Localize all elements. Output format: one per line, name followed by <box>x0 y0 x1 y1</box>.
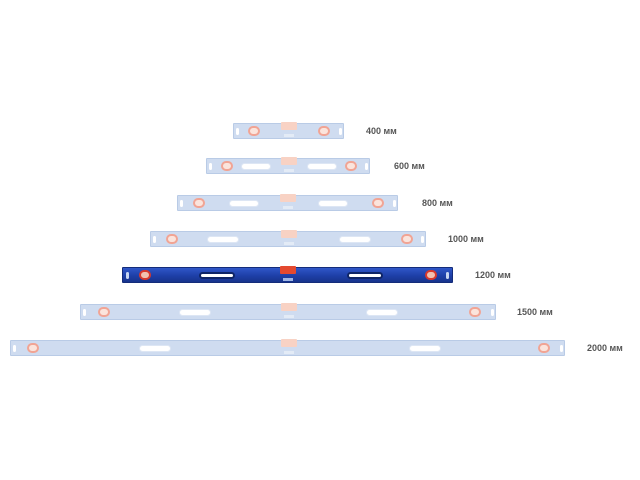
logo-mark <box>283 278 293 281</box>
vial-top-icon <box>281 339 297 347</box>
logo-mark <box>284 134 294 137</box>
grip-left <box>241 163 271 170</box>
grip-right <box>347 272 383 279</box>
hang-hole <box>83 309 86 316</box>
hang-hole <box>126 272 129 279</box>
vial-left-icon <box>166 234 178 244</box>
logo-mark <box>284 315 294 318</box>
logo-mark <box>284 242 294 245</box>
vial-right-icon <box>425 270 437 280</box>
level-600-label: 600 мм <box>394 161 425 171</box>
vial-left-icon <box>221 161 233 171</box>
level-600[interactable] <box>206 157 370 174</box>
vial-left-icon <box>139 270 151 280</box>
level-400[interactable] <box>233 122 344 139</box>
hang-hole <box>236 128 239 135</box>
level-1000[interactable] <box>150 230 426 247</box>
vial-top-icon <box>281 157 297 165</box>
level-400-label: 400 мм <box>366 126 397 136</box>
logo-mark <box>284 351 294 354</box>
vial-right-icon <box>318 126 330 136</box>
level-1500[interactable] <box>80 303 496 320</box>
grip-right <box>307 163 337 170</box>
level-2000[interactable] <box>10 339 565 356</box>
vial-right-icon <box>538 343 550 353</box>
hang-hole <box>209 163 212 170</box>
level-1200-label: 1200 мм <box>475 270 511 280</box>
level-1200-selected[interactable] <box>122 266 453 283</box>
vial-top-icon <box>281 303 297 311</box>
hang-hole <box>491 309 494 316</box>
grip-left <box>229 200 259 207</box>
vial-top-icon <box>280 194 296 202</box>
grip-right <box>339 236 371 243</box>
hang-hole <box>393 200 396 207</box>
hang-hole <box>365 163 368 170</box>
hang-hole <box>153 236 156 243</box>
vial-top-icon <box>281 122 297 130</box>
hang-hole <box>180 200 183 207</box>
hang-hole <box>339 128 342 135</box>
level-1000-label: 1000 мм <box>448 234 484 244</box>
grip-right <box>409 345 441 352</box>
grip-right <box>318 200 348 207</box>
hang-hole <box>446 272 449 279</box>
logo-mark <box>283 206 293 209</box>
vial-left-icon <box>193 198 205 208</box>
level-800-label: 800 мм <box>422 198 453 208</box>
level-1500-label: 1500 мм <box>517 307 553 317</box>
logo-mark <box>284 169 294 172</box>
vial-right-icon <box>345 161 357 171</box>
grip-right <box>366 309 398 316</box>
vial-top-icon <box>281 230 297 238</box>
vial-left-icon <box>98 307 110 317</box>
hang-hole <box>421 236 424 243</box>
grip-left <box>207 236 239 243</box>
vial-right-icon <box>401 234 413 244</box>
grip-left <box>179 309 211 316</box>
grip-left <box>139 345 171 352</box>
hang-hole <box>560 345 563 352</box>
level-2000-label: 2000 мм <box>587 343 623 353</box>
vial-right-icon <box>469 307 481 317</box>
vial-top-icon <box>280 266 296 274</box>
hang-hole <box>13 345 16 352</box>
vial-right-icon <box>372 198 384 208</box>
vial-left-icon <box>27 343 39 353</box>
level-800[interactable] <box>177 194 398 211</box>
grip-left <box>199 272 235 279</box>
vial-left-icon <box>248 126 260 136</box>
